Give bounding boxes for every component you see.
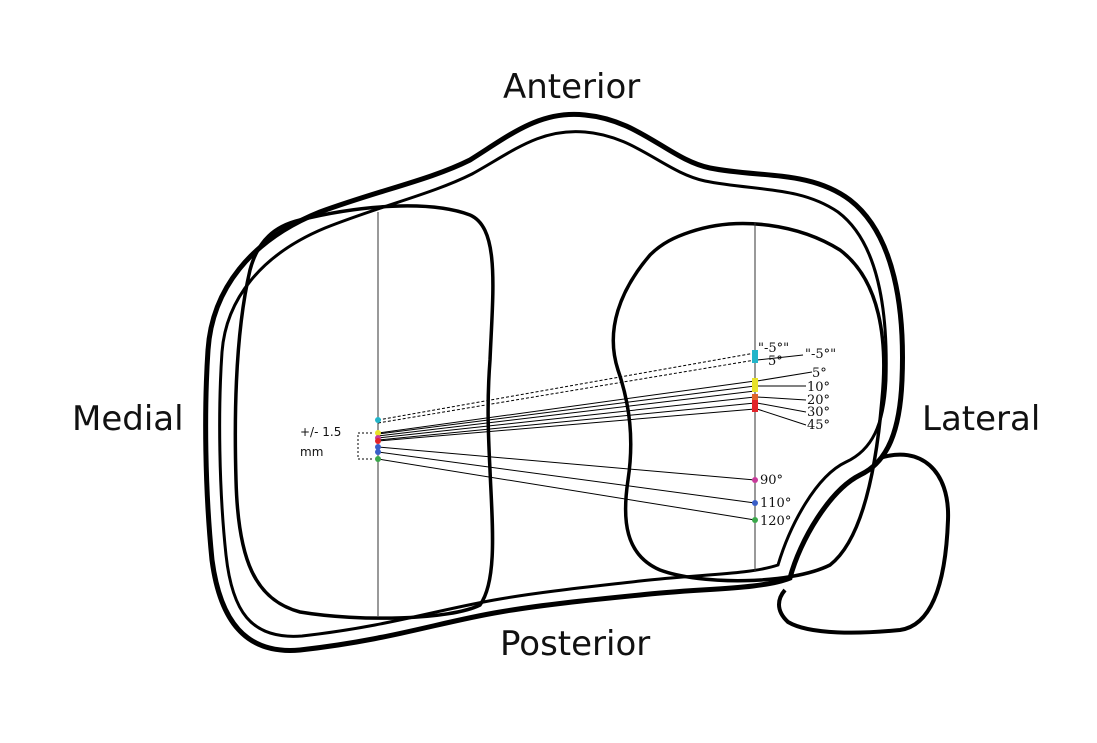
contact-line — [377, 352, 756, 421]
leader-line — [756, 371, 813, 382]
lateral-contact-cyan — [752, 350, 758, 363]
lateral-compartment — [611, 221, 886, 583]
contact-line — [377, 385, 756, 435]
medial-contact-point — [375, 444, 381, 450]
anterior-label: Anterior — [503, 67, 640, 107]
contact-lines — [377, 352, 813, 521]
posterior-label: Posterior — [500, 624, 650, 664]
contact-line — [377, 402, 756, 441]
angle-label-10: 10° — [807, 380, 830, 395]
medial-contact-point — [375, 456, 381, 462]
lateral-label: Lateral — [922, 399, 1040, 439]
leader-line — [756, 408, 807, 426]
lateral-contact-point — [752, 477, 758, 483]
angle-label-20: 20° — [807, 393, 830, 408]
angle-label-neg5: "-5°" — [805, 347, 836, 362]
tolerance-label: +/- 1.5 — [300, 425, 341, 439]
medial-label: Medial — [72, 399, 184, 439]
tolerance-unit-label: mm — [300, 445, 323, 459]
contact-line — [377, 451, 756, 504]
angle-label-45: 45° — [807, 418, 830, 433]
tibia-inner-outline — [218, 130, 888, 638]
contact-line — [377, 446, 756, 481]
lateral-contact-red — [752, 400, 758, 412]
contact-points — [375, 350, 758, 523]
tibia-outer-outline — [203, 111, 905, 653]
lateral-contact-point — [752, 517, 758, 523]
contact-line — [377, 390, 756, 437]
angle-label-90: 90° — [760, 473, 783, 488]
contact-line — [377, 380, 756, 434]
leader-line — [756, 402, 807, 413]
contact-line — [377, 458, 756, 521]
angle-label-neg5-dashed: "-5°" — [758, 341, 789, 356]
lateral-contact-point — [752, 500, 758, 506]
fibula-outline — [777, 452, 951, 635]
medial-contact-point — [375, 430, 381, 436]
medial-contact-point — [375, 438, 381, 444]
angle-label-110: 110° — [760, 496, 791, 511]
angle-label-5-dashed: 5° — [768, 354, 783, 369]
medial-contact-point — [375, 417, 381, 423]
angle-label-5: 5° — [812, 366, 827, 381]
angle-label-30: 30° — [807, 405, 830, 420]
medial-contact-point — [375, 449, 381, 455]
contact-line — [377, 359, 756, 424]
medial-compartment — [233, 204, 495, 620]
lateral-contact-yellow — [752, 378, 758, 392]
angle-label-120: 120° — [760, 514, 791, 529]
leader-line — [756, 354, 804, 361]
lateral-contact-orange — [752, 394, 758, 400]
contact-line — [377, 408, 756, 442]
leader-line — [756, 396, 807, 401]
contact-line — [377, 396, 756, 439]
